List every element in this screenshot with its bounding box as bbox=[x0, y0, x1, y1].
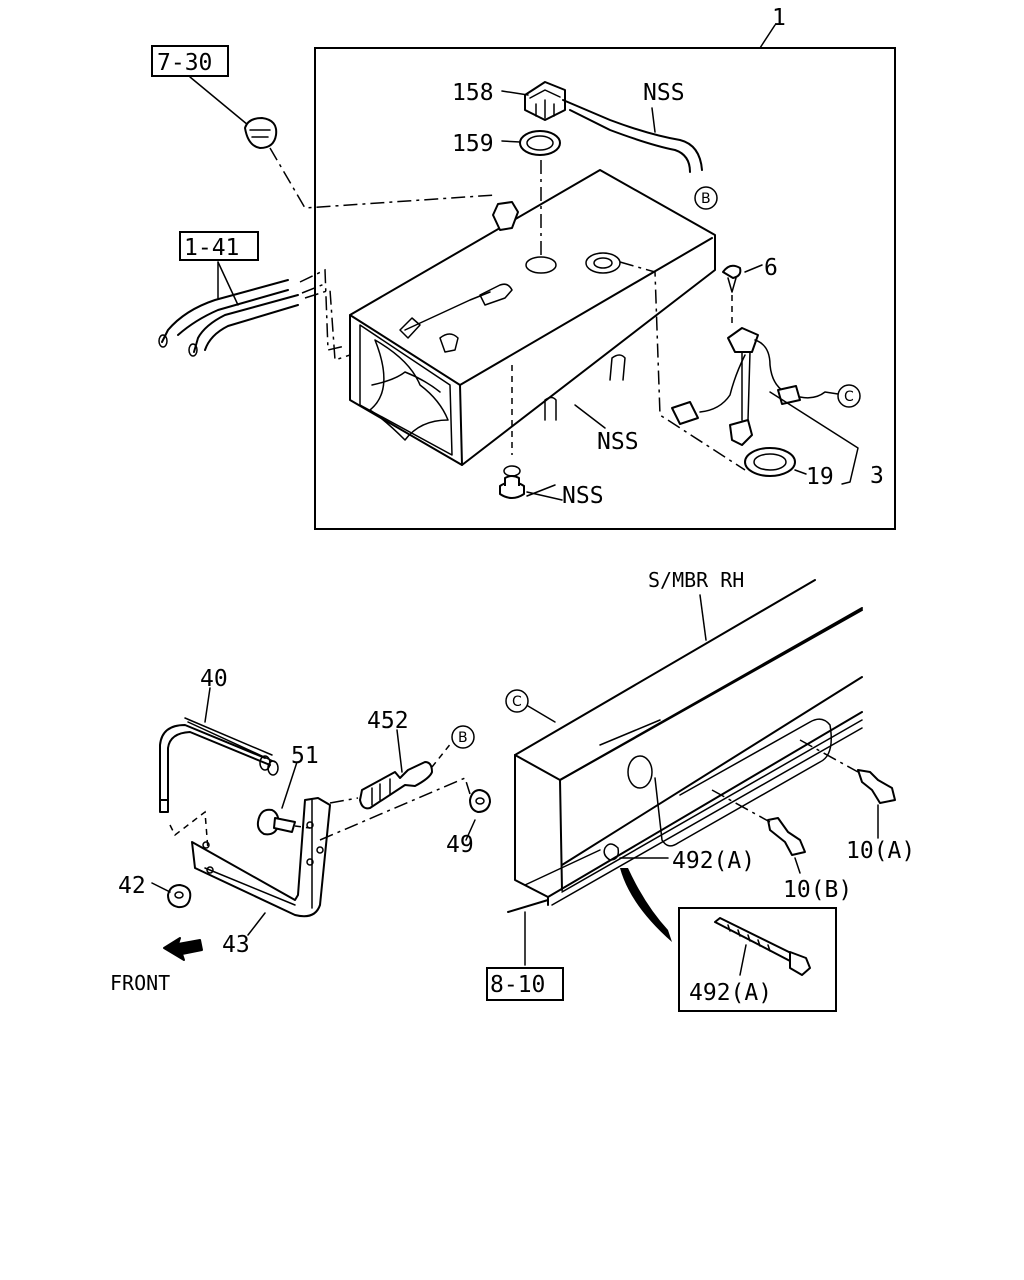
part-42-nut: 42 bbox=[118, 873, 192, 909]
marker-b-top bbox=[694, 186, 718, 210]
label-40: 40 bbox=[200, 666, 228, 692]
label-19: 19 bbox=[806, 464, 834, 490]
label-159: 159 bbox=[452, 131, 494, 157]
label-452: 452 bbox=[367, 708, 409, 734]
part-49-nut: 49 bbox=[319, 776, 491, 858]
ref-box-8-10 bbox=[486, 967, 564, 1001]
marker-c-lower-text: C bbox=[512, 694, 522, 710]
label-ref-1-41: 1-41 bbox=[184, 235, 239, 261]
marker-b-top-text: B bbox=[701, 191, 711, 207]
label-42: 42 bbox=[118, 873, 146, 899]
label-6: 6 bbox=[764, 255, 778, 281]
marker-c-right bbox=[837, 384, 861, 408]
label-43: 43 bbox=[222, 932, 250, 958]
label-main-assembly: 1 bbox=[772, 5, 786, 31]
label-ref-8-10: 8-10 bbox=[490, 972, 545, 998]
label-10a: 10(A) bbox=[846, 838, 915, 864]
part-3-gauge-unit: C 3 bbox=[671, 327, 884, 489]
ref-7-30-group: 7-30 bbox=[151, 45, 519, 231]
detail-arrow bbox=[620, 868, 672, 942]
part-10a-clip: 10(A) bbox=[799, 739, 915, 864]
wire-harness bbox=[654, 718, 832, 847]
part-452-valve: 452 B bbox=[329, 708, 475, 810]
part-10b-clip: 10(B) bbox=[711, 789, 852, 903]
label-492a-main: 492(A) bbox=[672, 848, 755, 874]
part-43-bracket: 43 bbox=[191, 797, 331, 958]
fuel-tank bbox=[349, 169, 716, 466]
part-40-strap: 40 bbox=[159, 666, 279, 851]
marker-b-mid-text: B bbox=[458, 730, 468, 746]
ref-box-1-41 bbox=[179, 231, 259, 261]
label-nss-bottom: NSS bbox=[562, 483, 604, 509]
drain-plug: NSS bbox=[499, 365, 604, 509]
label-nss-mid: NSS bbox=[597, 429, 639, 455]
part-492a-tie: 492(A) bbox=[603, 843, 755, 942]
label-51: 51 bbox=[291, 743, 319, 769]
detail-box-492a: 492(A) bbox=[678, 907, 837, 1012]
label-3: 3 bbox=[870, 463, 884, 489]
part-159-gasket: 159 bbox=[452, 130, 561, 258]
ref-8-10-group: 8-10 bbox=[486, 899, 564, 1001]
label-49: 49 bbox=[446, 832, 474, 858]
label-s-mbr-rh: S/MBR RH bbox=[648, 568, 744, 592]
part-158-cap: 158 bbox=[452, 80, 566, 121]
bracket-assembly-group: 40 43 42 51 bbox=[110, 666, 491, 995]
part-51-bolt: 51 bbox=[256, 743, 319, 836]
marker-c-right-text: C bbox=[844, 389, 854, 405]
nss-vent-hose: NSS B bbox=[562, 80, 718, 210]
side-member-group: S/MBR RH C 10(A) bbox=[486, 568, 915, 1012]
detail-box-frame bbox=[678, 907, 837, 1012]
part-19-gasket: 19 bbox=[619, 261, 834, 490]
front-arrow-icon bbox=[163, 937, 203, 961]
label-ref-7-30: 7-30 bbox=[157, 50, 212, 76]
label-158: 158 bbox=[452, 80, 494, 106]
part-6-screw: 6 bbox=[722, 255, 778, 325]
marker-b-mid bbox=[451, 725, 475, 749]
label-nss-top: NSS bbox=[643, 80, 685, 106]
label-492a-detail: 492(A) bbox=[689, 980, 772, 1006]
front-arrow-group: FRONT bbox=[110, 937, 203, 995]
label-10b: 10(B) bbox=[783, 877, 852, 903]
label-front: FRONT bbox=[110, 971, 170, 995]
fuel-tank-assembly-group: 1 bbox=[151, 5, 896, 530]
ref-box-7-30 bbox=[151, 45, 229, 77]
ref-1-41-group: 1-41 bbox=[158, 231, 351, 362]
marker-c-lower bbox=[505, 689, 529, 713]
side-member-rail bbox=[514, 579, 863, 906]
